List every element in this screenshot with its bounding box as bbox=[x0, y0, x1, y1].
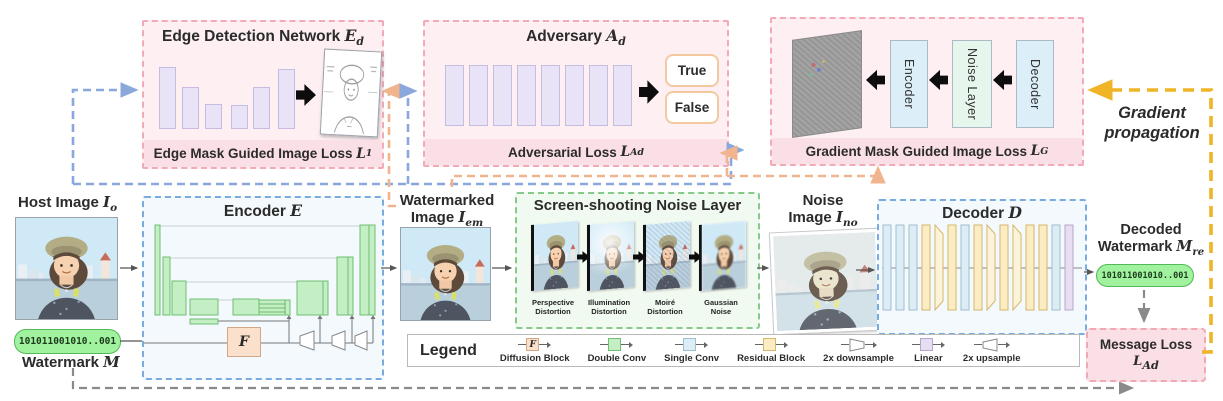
adversary-layer-bar bbox=[445, 65, 464, 126]
decoded-watermark-label: Decoded Watermark Mre bbox=[1097, 222, 1205, 258]
flow-arrow-left-icon bbox=[866, 68, 885, 92]
host-to-adversary-path bbox=[399, 83, 418, 184]
host-image bbox=[15, 217, 118, 320]
watermarked-image-label: Watermarked Image Iem bbox=[399, 192, 495, 230]
gradient-mask-image bbox=[792, 30, 862, 138]
moire-distortion-image bbox=[643, 220, 690, 292]
message-loss-symbol: LAd bbox=[1133, 354, 1159, 373]
flow-arrow-left-icon bbox=[993, 68, 1012, 92]
residual-block-icon bbox=[762, 338, 776, 351]
watermarked-to-edge-path bbox=[381, 83, 400, 208]
adversary-layer-bar bbox=[565, 65, 584, 126]
flow-arrow-left-icon bbox=[929, 68, 948, 92]
flow-arrow-icon bbox=[689, 251, 702, 263]
legend-item-double-conv: Double Conv bbox=[588, 337, 646, 364]
edge-net-layer-bar bbox=[253, 87, 270, 129]
message-loss-label: Message Loss bbox=[1099, 337, 1193, 353]
legend-item-downsample: 2x downsample bbox=[823, 337, 894, 364]
diffusion-block-f: F bbox=[227, 327, 261, 357]
perspective-distortion-image bbox=[531, 220, 578, 292]
grad-decoder-block: Decoder bbox=[1016, 40, 1054, 128]
encoder-title: Encoder E bbox=[223, 201, 303, 220]
watermark-label: Watermark M bbox=[22, 353, 120, 371]
host-to-edge-path bbox=[71, 82, 139, 184]
gaussian-noise-image bbox=[699, 220, 746, 292]
linear-icon bbox=[919, 338, 933, 351]
decoder-box: Decoder D bbox=[877, 199, 1087, 335]
watermark-bits-pill: 101011001010..001 bbox=[14, 329, 121, 354]
encoder-box: Encoder E bbox=[142, 196, 384, 380]
message-loss-box: Message Loss LAd bbox=[1086, 328, 1206, 382]
legend-title: Legend bbox=[420, 341, 477, 359]
noise-image-label: Noise Image Ino bbox=[788, 192, 858, 230]
watermarked-to-gradient-path bbox=[450, 165, 886, 187]
legend-item-linear: Linear bbox=[911, 337, 945, 364]
gradient-mask-box: Encoder Noise Layer Decoder Gradient Mas… bbox=[770, 17, 1084, 166]
edge-net-layer-bar bbox=[182, 87, 199, 129]
watermarked-image bbox=[400, 227, 491, 321]
edge-net-layer-bar bbox=[278, 69, 295, 129]
noise-image bbox=[768, 227, 884, 336]
edge-detection-box: Edge Detection Network Ed Edge Mask Guid… bbox=[142, 20, 384, 169]
decoder-title: Decoder D bbox=[942, 203, 1022, 222]
legend-item-diffusion: F Diffusion Block bbox=[499, 338, 570, 364]
edge-mask-image bbox=[319, 48, 383, 138]
illumination-distortion-image bbox=[587, 220, 634, 292]
legend-item-residual: Residual Block bbox=[737, 337, 805, 364]
flow-arrow-icon bbox=[296, 84, 316, 106]
adversary-title: Adversary Ad bbox=[526, 26, 626, 49]
adversary-layer-bar bbox=[493, 65, 512, 126]
flow-arrow-icon bbox=[639, 80, 659, 104]
false-output: False bbox=[665, 91, 719, 124]
legend-item-upsample: 2x upsample bbox=[963, 337, 1020, 364]
edge-detection-title: Edge Detection Network Ed bbox=[161, 26, 364, 49]
decoder-layers-graphic bbox=[882, 223, 1082, 312]
adversary-layer-bar bbox=[517, 65, 536, 126]
edge-net-layer-bar bbox=[231, 105, 248, 129]
true-output: True bbox=[665, 54, 719, 87]
adversary-box: Adversary Ad True False Adversarial Loss… bbox=[423, 20, 729, 167]
adversary-layer-bar bbox=[613, 65, 632, 126]
adversary-layer-bar bbox=[589, 65, 608, 126]
adversary-layer-bar bbox=[541, 65, 560, 126]
single-conv-icon bbox=[683, 338, 697, 351]
noise-layer-title: Screen-shooting Noise Layer bbox=[533, 197, 742, 214]
legend-item-single-conv: Single Conv bbox=[664, 337, 719, 364]
edge-net-layer-bar bbox=[205, 104, 222, 129]
grad-noise-layer-block: Noise Layer bbox=[952, 40, 992, 128]
grad-encoder-block: Encoder bbox=[890, 40, 928, 128]
edge-net-layer-bar bbox=[159, 67, 176, 129]
upsample-icon bbox=[982, 337, 998, 352]
double-conv-icon bbox=[608, 338, 622, 351]
gradient-propagation-label: Gradient propagation bbox=[1104, 104, 1200, 142]
flow-arrow-icon bbox=[633, 251, 646, 263]
adversary-layer-bar bbox=[469, 65, 488, 126]
flow-arrow-icon bbox=[577, 251, 590, 263]
host-image-label: Host Image Io bbox=[18, 193, 118, 214]
encoder-unet-graphic bbox=[144, 224, 376, 351]
diffusion-block-icon: F bbox=[526, 338, 540, 351]
downsample-icon bbox=[849, 337, 865, 352]
decoded-bits-pill: 101011001010..001 bbox=[1096, 264, 1194, 287]
legend: Legend F Diffusion Block Double Conv Sin… bbox=[407, 334, 1080, 367]
